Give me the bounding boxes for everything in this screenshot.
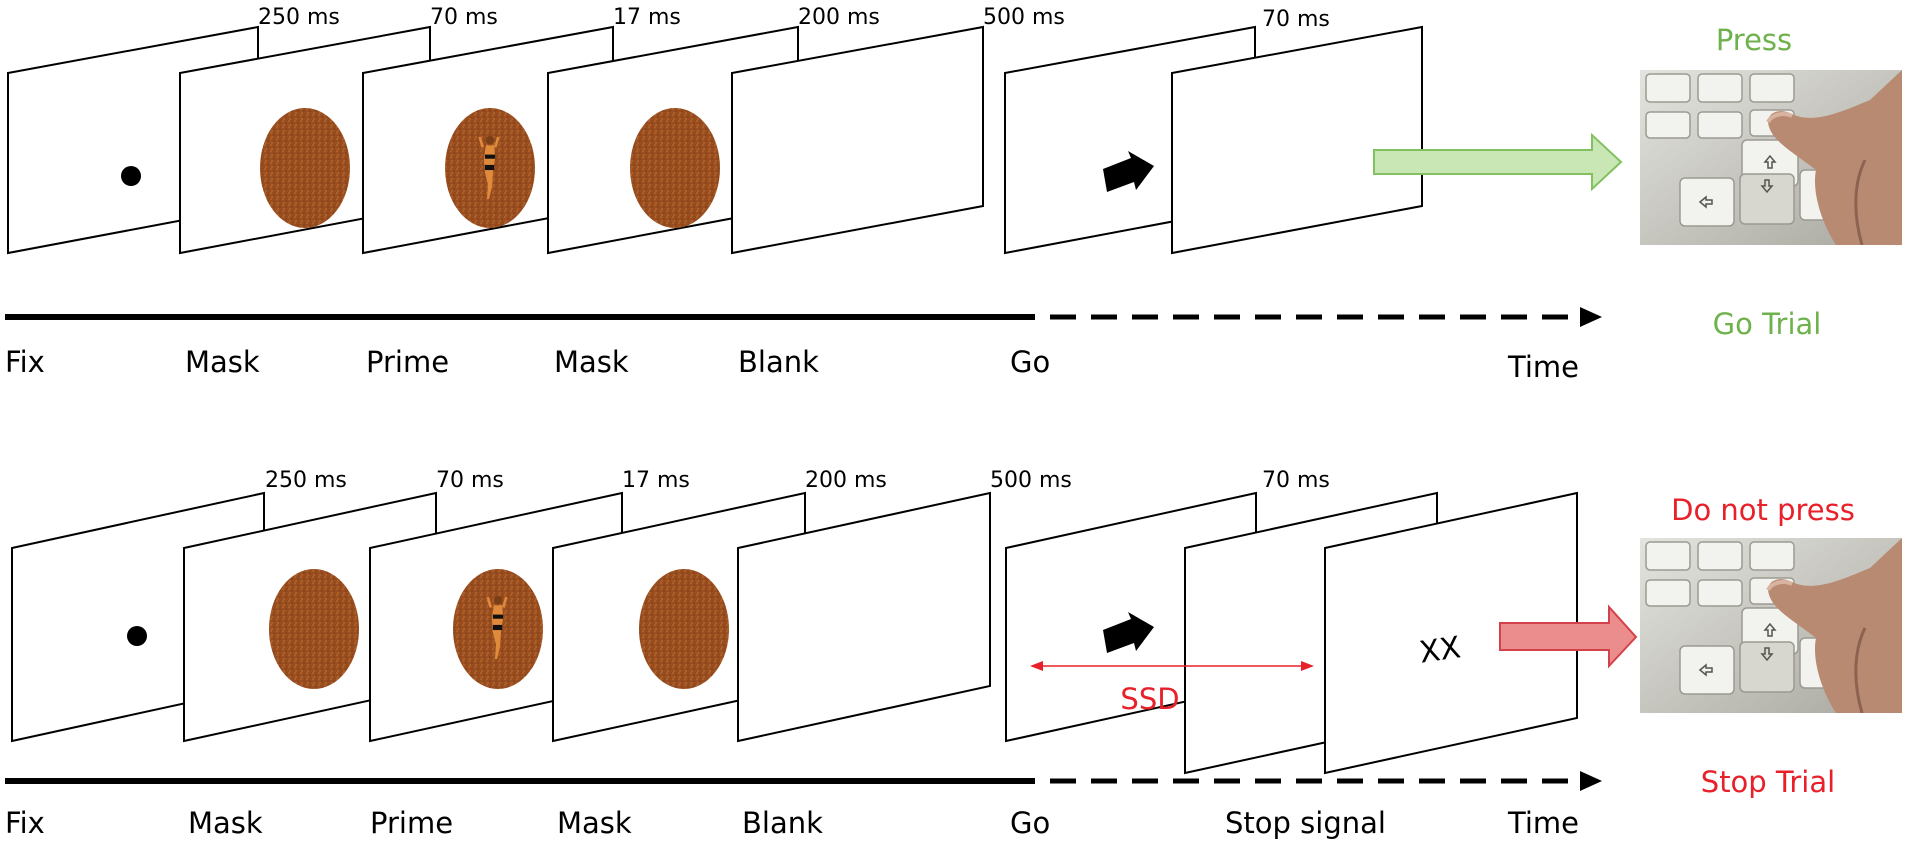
duration-label: 70 ms — [1262, 7, 1330, 32]
go-trial-title: Go Trial — [1713, 307, 1822, 341]
stage-label: Fix — [5, 345, 45, 379]
duration-label: 200 ms — [798, 5, 880, 30]
keyboard-photo-icon — [1640, 538, 1902, 713]
go-instruction: Press — [1716, 23, 1792, 57]
duration-label: 250 ms — [265, 468, 347, 493]
time-label: Time — [1507, 350, 1579, 384]
go-trial-row: 250 ms 70 ms 17 ms 200 ms 500 ms 70 ms F… — [5, 5, 1902, 384]
duration-label: 70 ms — [436, 468, 504, 493]
response-arrow — [1373, 132, 1623, 192]
stop-trial-row: XX 250 ms 70 ms 17 ms 200 ms 500 ms 70 m… — [5, 468, 1902, 840]
fixation-dot-icon — [127, 626, 147, 646]
stage-label: Stop signal — [1225, 806, 1386, 840]
go-trial-frames — [7, 25, 1423, 255]
duration-label: 70 ms — [1262, 468, 1330, 493]
timeline-arrowhead — [1580, 307, 1602, 327]
go-arrow-icon — [1103, 151, 1154, 192]
time-label: Time — [1507, 806, 1579, 840]
response-arrow — [1499, 604, 1638, 669]
blank-frame — [731, 25, 984, 255]
stage-label: Go — [1010, 806, 1050, 840]
stage-label: Mask — [185, 345, 260, 379]
stop-durations: 250 ms 70 ms 17 ms 200 ms 500 ms 70 ms — [265, 468, 1330, 493]
stop-trial-frames — [11, 491, 1578, 775]
duration-label: 500 ms — [990, 468, 1072, 493]
stop-trial-title: Stop Trial — [1701, 765, 1835, 799]
stage-label: Prime — [370, 806, 453, 840]
post-go-frame — [1171, 25, 1423, 255]
go-arrow-icon — [1103, 612, 1154, 653]
stage-label: Mask — [557, 806, 632, 840]
blank-frame — [737, 491, 991, 743]
stage-label: Go — [1010, 345, 1050, 379]
stage-label: Fix — [5, 806, 45, 840]
duration-label: 17 ms — [622, 468, 690, 493]
stage-label: Mask — [188, 806, 263, 840]
duration-label: 17 ms — [613, 5, 681, 30]
stop-signal-frame — [1324, 491, 1578, 775]
duration-label: 70 ms — [430, 5, 498, 30]
duration-label: 250 ms — [258, 5, 340, 30]
stage-label: Mask — [554, 345, 629, 379]
duration-label: 200 ms — [805, 468, 887, 493]
mask-oval-icon — [639, 569, 729, 689]
stage-label: Blank — [738, 345, 819, 379]
stage-label: Prime — [366, 345, 449, 379]
ssd-interval — [1030, 661, 1314, 671]
mask-oval-icon — [269, 569, 359, 689]
stop-signal-symbol: XX — [1417, 630, 1463, 670]
stop-stage-labels: Fix Mask Prime Mask Blank Go Stop signal… — [5, 806, 1579, 840]
mask-oval-icon — [630, 108, 720, 228]
stop-instruction: Do not press — [1671, 493, 1855, 527]
mask-oval-icon — [260, 108, 350, 228]
go-stage-labels: Fix Mask Prime Mask Blank Go Time — [5, 345, 1579, 384]
fixation-dot-icon — [121, 166, 141, 186]
go-durations: 250 ms 70 ms 17 ms 200 ms 500 ms 70 ms — [258, 5, 1330, 32]
stage-label: Blank — [742, 806, 823, 840]
keyboard-photo-icon — [1640, 70, 1902, 245]
ssd-label: SSD — [1120, 682, 1179, 716]
timeline-arrowhead — [1580, 771, 1602, 791]
duration-label: 500 ms — [983, 5, 1065, 30]
